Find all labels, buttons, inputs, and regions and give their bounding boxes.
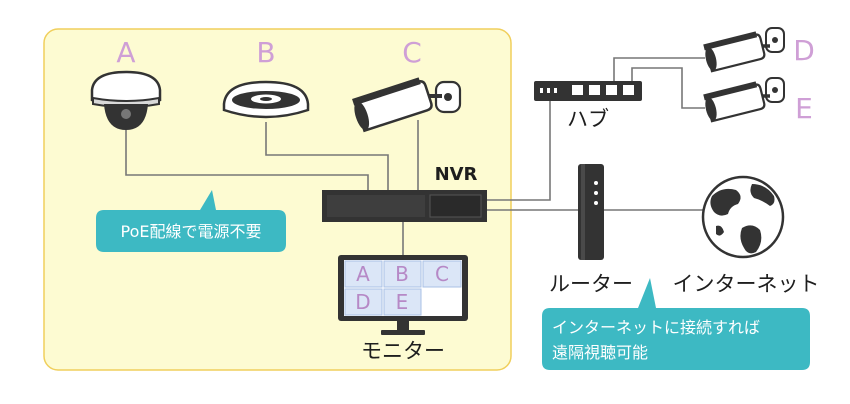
bullet-camera-icon [352,77,462,133]
cable-camera-b [265,122,389,190]
cable-hub-d [613,57,705,81]
camera-c-label: C [402,36,422,69]
bullet-camera-icon [703,77,785,123]
dome-camera-icon [90,70,162,130]
monitor-cell [344,288,383,316]
camera-e-label: E [795,92,813,125]
nvr-label: NVR [435,164,478,185]
monitor-grid: A B C D E [344,260,462,316]
cable-camera-a [125,128,369,190]
internet-label: インターネット [673,272,820,296]
fisheye-camera-icon [222,80,310,119]
monitor-cell-label: D [355,290,370,314]
poe-callout-text: PoE配線で電源不要 [121,222,262,241]
poe-callout: PoE配線で電源不要 [96,190,286,252]
camera-d-label: D [793,34,815,67]
monitor-cell [383,288,422,316]
nvr-icon [322,190,487,222]
camera-a-label: A [116,36,135,69]
cable-hub-e [631,67,705,109]
router-label: ルーター [549,272,633,296]
monitor-cell [344,260,383,288]
monitor-cell-label: A [356,262,370,286]
hub-label: ハブ [567,107,609,131]
monitor-cell-label: B [395,262,409,286]
monitor-cell-label: E [396,290,409,314]
monitor-cell-label: C [435,262,449,286]
camera-b-label: B [256,36,275,69]
monitor-cell [383,260,422,288]
router-icon [578,164,604,260]
cable-nvr-hub [486,101,551,201]
remote-callout-line1: インターネットに接続すれば [552,318,760,337]
monitor-cell [422,260,462,288]
remote-callout-line2: 遠隔視聴可能 [552,343,648,362]
hub-icon [534,81,642,101]
bullet-camera-icon [703,27,785,73]
monitor-label: モニター [361,339,445,363]
globe-icon [701,175,785,259]
remote-callout: インターネットに接続すれば 遠隔視聴可能 [542,278,810,370]
